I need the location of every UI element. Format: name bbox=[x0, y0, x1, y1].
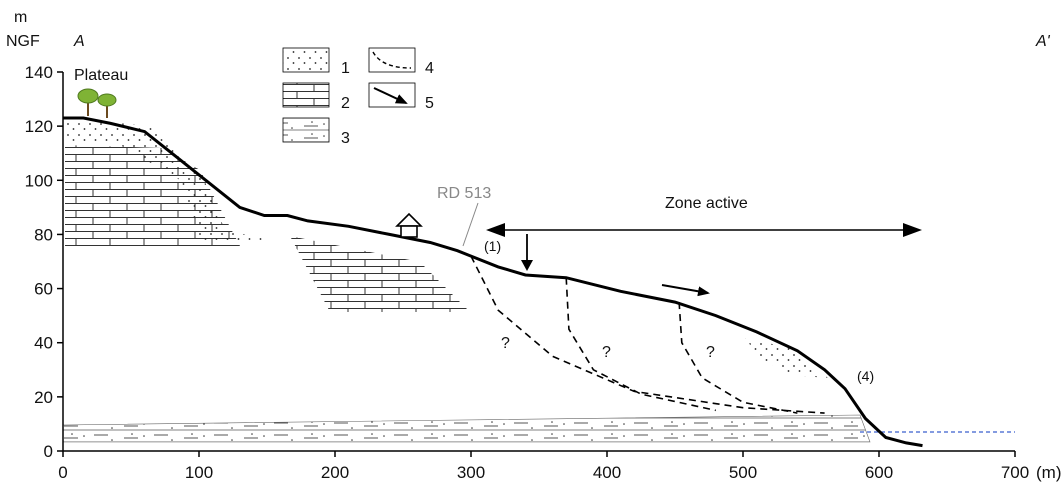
colluvium-top bbox=[63, 118, 330, 244]
plateau-label: Plateau bbox=[74, 67, 128, 84]
y-unit-bottom: NGF bbox=[6, 33, 40, 50]
y-tick-label: 20 bbox=[34, 388, 53, 407]
legend-swatch-slip-surface bbox=[368, 47, 416, 73]
legend-slip-surface-line bbox=[372, 51, 412, 69]
slip-surface bbox=[470, 255, 825, 414]
question-mark-1: ? bbox=[501, 335, 510, 352]
y-tick-label: 60 bbox=[34, 280, 53, 299]
active-zone-label: Zone active bbox=[665, 195, 748, 212]
geology-layers bbox=[62, 118, 871, 443]
active-zone-arrow-left-head bbox=[486, 223, 505, 237]
tree-icon bbox=[97, 93, 117, 118]
marker-4-label: (4) bbox=[857, 368, 874, 384]
sand-lens bbox=[745, 338, 828, 378]
x-tick-label: 200 bbox=[321, 463, 349, 482]
legend-swatch-limestone bbox=[282, 82, 330, 108]
legend: 1 2 3 4 5 bbox=[282, 47, 434, 147]
y-tick-label: 140 bbox=[25, 63, 53, 82]
question-mark-2: ? bbox=[602, 344, 611, 361]
legend-label-5: 5 bbox=[425, 95, 434, 112]
slip-surface bbox=[565, 277, 716, 412]
active-zone-arrow-right-head bbox=[903, 223, 922, 237]
x-tick-label: 700 bbox=[1001, 463, 1029, 482]
question-mark-3: ? bbox=[706, 344, 715, 361]
x-tick-label: 0 bbox=[58, 463, 67, 482]
y-tick-label: 80 bbox=[34, 225, 53, 244]
subsidence-arrow-head bbox=[521, 260, 533, 271]
topographic-profile bbox=[63, 116, 923, 448]
y-tick-label: 120 bbox=[25, 117, 53, 136]
x-tick-label: 600 bbox=[865, 463, 893, 482]
y-tick-label: 40 bbox=[34, 334, 53, 353]
features: Plateau RD 513 Zone active (1) (4) ? ? ? bbox=[74, 67, 922, 384]
axes: 0 20 40 60 80 100 120 140 0 100 200 300 400 500 600 70… bbox=[6, 9, 1061, 482]
legend-label-2: 2 bbox=[341, 95, 350, 112]
y-unit-top: m bbox=[14, 9, 27, 26]
x-unit: (m) bbox=[1036, 463, 1061, 482]
x-tick-label: 500 bbox=[729, 463, 757, 482]
legend-swatch-movement bbox=[368, 82, 416, 108]
profile-layer bbox=[63, 116, 1015, 448]
road-label: RD 513 bbox=[437, 185, 491, 202]
legend-label-3: 3 bbox=[341, 130, 350, 147]
legend-swatch-sand bbox=[282, 47, 330, 73]
movement-arrow bbox=[661, 284, 710, 297]
road-leader-line bbox=[462, 202, 479, 247]
marl-layer bbox=[62, 414, 871, 443]
section-start-label: A bbox=[73, 33, 85, 50]
x-tick-label: 100 bbox=[185, 463, 213, 482]
y-tick-label: 100 bbox=[25, 171, 53, 190]
legend-label-1: 1 bbox=[341, 60, 350, 77]
marker-1-label: (1) bbox=[484, 238, 501, 254]
x-tick-label: 400 bbox=[593, 463, 621, 482]
limestone-block-lower bbox=[290, 236, 470, 312]
legend-label-4: 4 bbox=[425, 60, 434, 77]
house-icon bbox=[395, 212, 423, 238]
section-end-label: A' bbox=[1035, 33, 1051, 50]
y-tick-label: 0 bbox=[44, 442, 53, 461]
x-tick-label: 300 bbox=[457, 463, 485, 482]
legend-movement-arrow bbox=[373, 87, 408, 104]
tree-icon bbox=[77, 88, 99, 116]
legend-swatch-marl bbox=[282, 117, 330, 143]
slip-surface bbox=[678, 302, 798, 414]
